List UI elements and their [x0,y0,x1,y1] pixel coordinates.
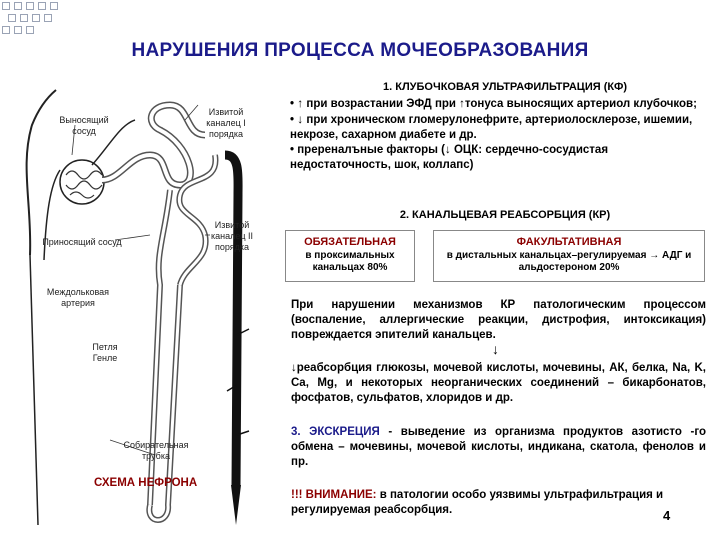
attention-note: !!! ВНИМАНИЕ: в патологии особо уязвимы … [291,488,671,518]
attention-text: в патологии особо уязвимы ультрафильтрац… [291,489,664,516]
facultative-box: ФАКУЛЬТАТИВНАЯ в дистальных канальцах–ре… [433,230,705,282]
obligatory-body: в проксимальных канальцах 80% [305,250,395,273]
section1-line: • ↓ при хроническом гломерулонефрите, ар… [290,112,693,141]
label-convoluted-tubule-1: Извитой каналец I порядка [206,107,246,139]
obligatory-box: ОБЯЗАТЕЛЬНАЯ в проксимальных канальцах 8… [285,230,415,282]
label-loop-of-henle: Петля Генле [92,342,118,363]
label-interlobular-artery: Междольковая артерия [46,287,110,308]
down-arrow-icon: ↓ [492,341,499,357]
attention-label: !!! ВНИМАНИЕ: [291,489,377,501]
section1-body: • ↑ при возрастании ЭФД при ↑тонуса выно… [290,96,710,173]
nephron-diagram [25,89,250,526]
label-efferent-vessel: Выносящий сосуд [59,115,109,136]
reabsorption-paragraph: При нарушении механизмов КР патологическ… [291,299,706,341]
section3-text: - выведение из организма продуктов азоти… [291,426,706,468]
nephron-caption: СХЕМА НЕФРОНА [94,477,198,489]
section1-title: 1. КЛУБОЧКОВАЯ УЛЬТРАФИЛЬТРАЦИЯ (КФ) [383,81,627,93]
slide-title: НАРУШЕНИЯ ПРОЦЕССА МОЧЕОБРАЗОВАНИЯ [131,40,589,61]
label-convoluted-tubule-2: Извитой каналец II порядка [210,220,254,252]
facultative-heading: ФАКУЛЬТАТИВНАЯ [516,236,622,248]
label-collecting-duct: Собирательная трубка [123,440,189,461]
section2-title: 2. КАНАЛЬЦЕВАЯ РЕАБСОРБЦИЯ (КР) [399,209,611,221]
label-afferent-vessel: Приносящий сосуд [42,237,122,247]
section3-excretion: 3. ЭКСКРЕЦИЯ - выведение из организма пр… [291,425,706,470]
obligatory-heading: ОБЯЗАТЕЛЬНАЯ [304,236,396,248]
section3-label: 3. ЭКСКРЕЦИЯ [291,426,380,438]
corner-decoration [0,0,70,40]
page-number: 4 [663,508,671,523]
section1-line: • ↑ при возрастании ЭФД при ↑тонуса выно… [290,96,697,110]
reabsorption-decrease-paragraph: ↓реабсорбция глюкозы, мочевой кислоты, м… [291,362,706,404]
facultative-body: в дистальных канальцах–регулируемая → АД… [446,250,692,273]
section1-line: • пререналъные факторы (↓ ОЦК: сердечно-… [290,144,609,171]
